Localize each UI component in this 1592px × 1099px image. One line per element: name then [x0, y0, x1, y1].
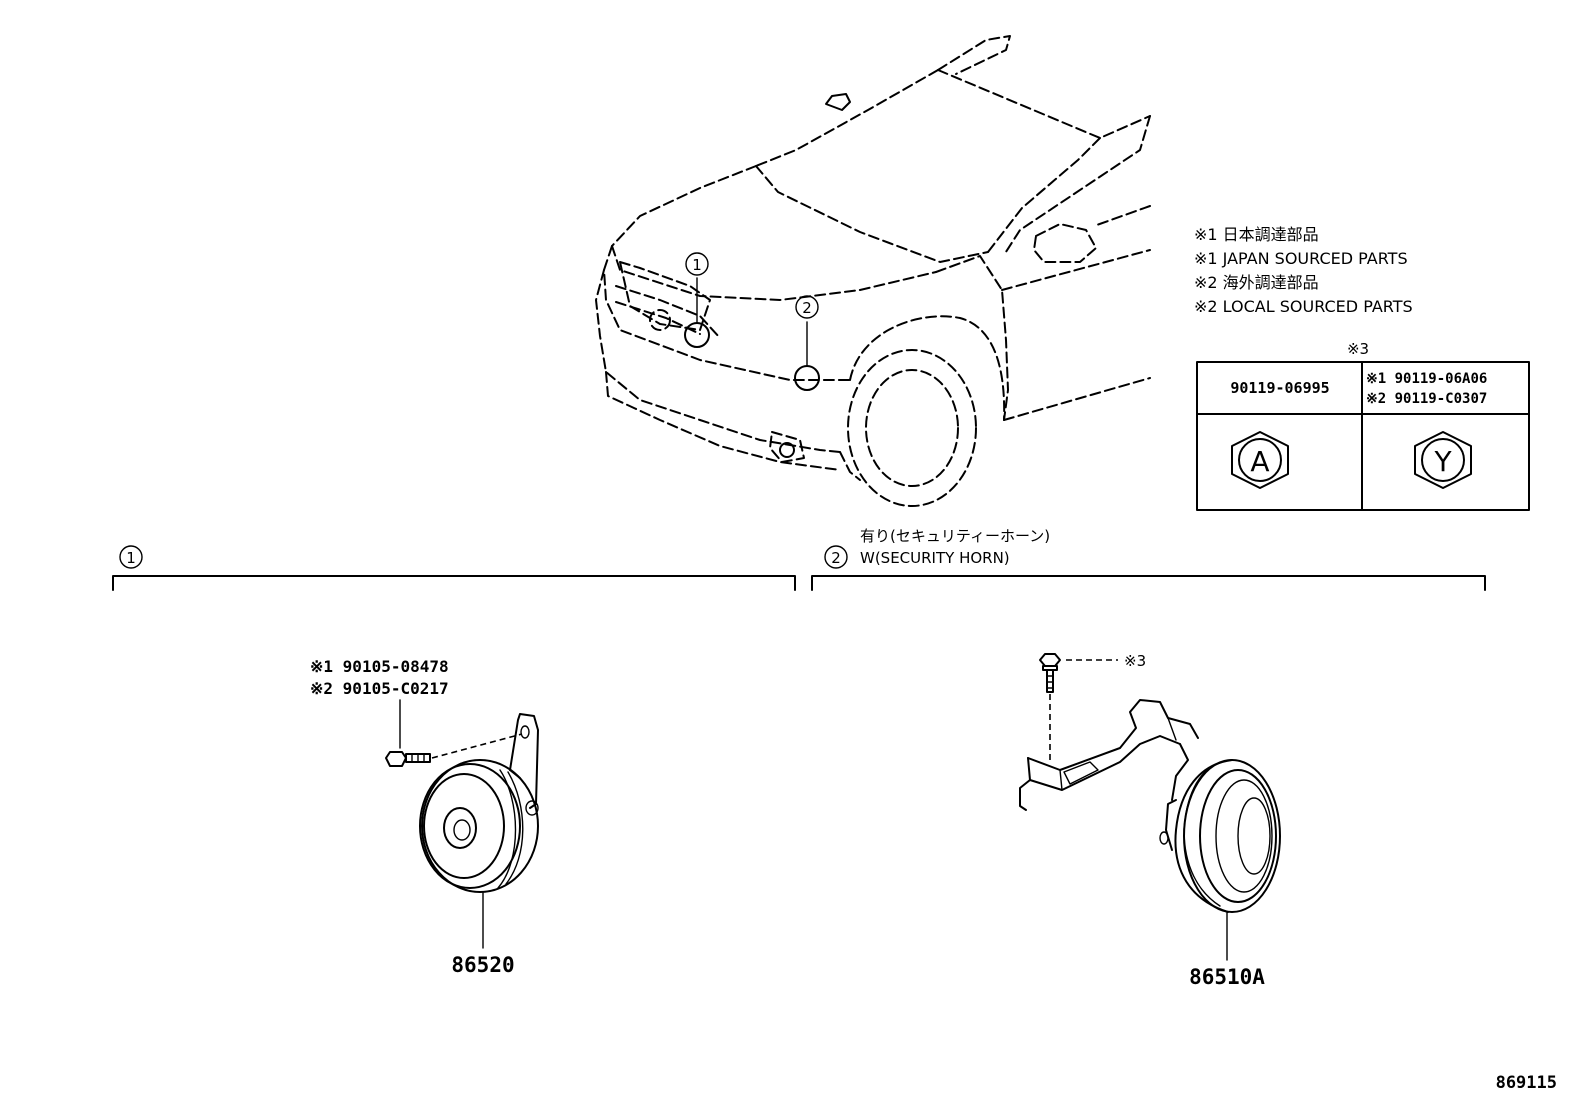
section-2: 有り(セキュリティーホーン) W(SECURITY HORN) 2 ※3: [811, 527, 1486, 989]
note-local-en: ※2 LOCAL SOURCED PARTS: [1194, 297, 1413, 316]
nut-part-left: 90119-06995: [1230, 379, 1329, 397]
horn-location-2-icon: [794, 365, 820, 391]
horn-bracket-icon: [1019, 699, 1199, 811]
note-local-jp: ※2 海外調達部品: [1194, 273, 1319, 292]
callout-2-label: 2: [802, 299, 812, 317]
section-1-marker: 1: [126, 549, 136, 567]
illustration-code: 869115: [1496, 1073, 1557, 1093]
callout-1-label: 1: [692, 256, 702, 274]
horn-part-86510a: 86510A: [1189, 965, 1265, 989]
section-1-marker-icon: [119, 545, 143, 569]
car-front-illustration: 1 2: [595, 35, 1151, 507]
horn-86520-icon: [419, 713, 539, 893]
horn-part-86520: 86520: [451, 953, 514, 977]
note-japan-en: ※1 JAPAN SOURCED PARTS: [1194, 249, 1408, 268]
section-2-bracket: [811, 575, 1486, 591]
nut-symbol-y: Y: [1433, 445, 1452, 478]
bolt-icon: [385, 751, 431, 767]
hex-nut-a-icon: A: [1231, 431, 1289, 489]
note-japan-jp: ※1 日本調達部品: [1194, 225, 1319, 244]
nut-part-right-1: ※1 90119-06A06: [1366, 371, 1487, 387]
hex-nut-y-icon: Y: [1414, 431, 1472, 489]
horn-86510a-icon: [1159, 759, 1281, 913]
callout-1-icon: [685, 252, 709, 276]
callout-2-icon: [795, 295, 819, 319]
section-1-bracket: [112, 575, 796, 591]
sourcing-notes: ※1 日本調達部品 ※1 JAPAN SOURCED PARTS ※2 海外調達…: [1194, 225, 1413, 316]
nut-table-mark: ※3: [1347, 340, 1369, 358]
section-2-marker: 2: [831, 549, 841, 567]
bolt-label-1: ※1 90105-08478: [310, 657, 449, 676]
section-2-title-jp: 有り(セキュリティーホーン): [860, 527, 1050, 545]
bolt-label-3: ※3: [1124, 652, 1146, 670]
bolt-label-2: ※2 90105-C0217: [310, 679, 449, 698]
horn-location-1-icon: [684, 322, 710, 348]
section-2-marker-icon: [824, 545, 848, 569]
bolt-vertical-icon: [1039, 653, 1061, 693]
nut-table: ※3 90119-06995 ※1 90119-06A06 ※2 90119-C…: [1196, 340, 1530, 511]
section-2-title-en: W(SECURITY HORN): [860, 549, 1010, 567]
section-1: 1 ※1 90105-08478 ※2 90105-C0217: [112, 545, 796, 977]
nut-part-right-2: ※2 90119-C0307: [1366, 391, 1487, 407]
nut-symbol-a: A: [1250, 445, 1269, 478]
